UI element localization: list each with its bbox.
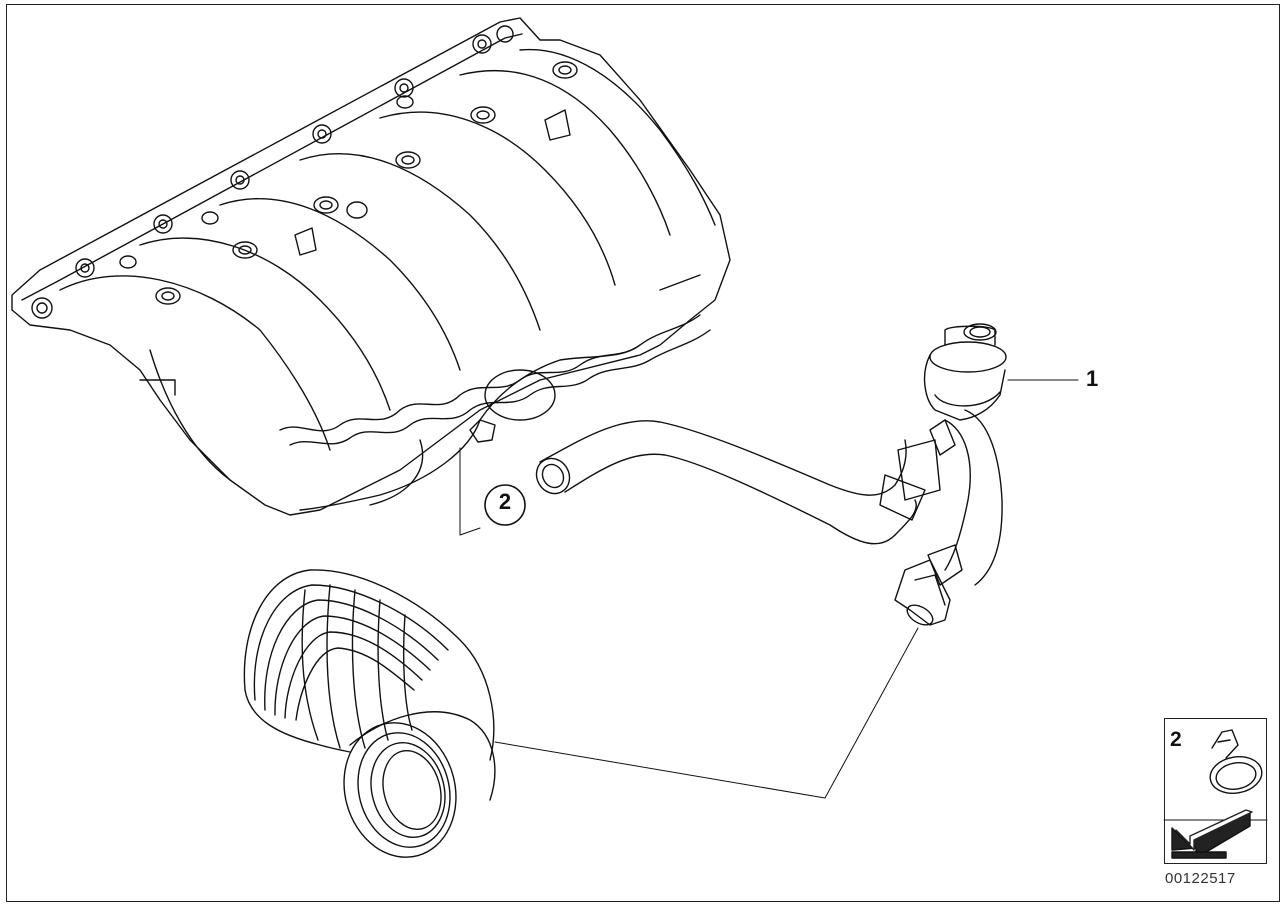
hose-clamp-icon <box>1209 729 1263 794</box>
leader-line-connector <box>494 627 919 799</box>
legend-box <box>1164 718 1267 864</box>
document-number: 00122517 <box>1165 870 1236 887</box>
diagram-frame <box>6 4 1280 902</box>
vent-hose <box>535 323 1007 626</box>
arrow-back-icon <box>1171 809 1253 859</box>
leader-line-2 <box>459 447 481 536</box>
legend-box-internals <box>1163 729 1268 859</box>
callout-label-2[interactable]: 2 <box>498 489 512 514</box>
legend-item-number: 2 <box>1170 728 1182 751</box>
callout-label-1[interactable]: 1 <box>1086 366 1099 391</box>
intake-manifold <box>11 17 731 516</box>
intake-bellows <box>243 569 496 858</box>
callout-circle-2 <box>484 484 526 526</box>
